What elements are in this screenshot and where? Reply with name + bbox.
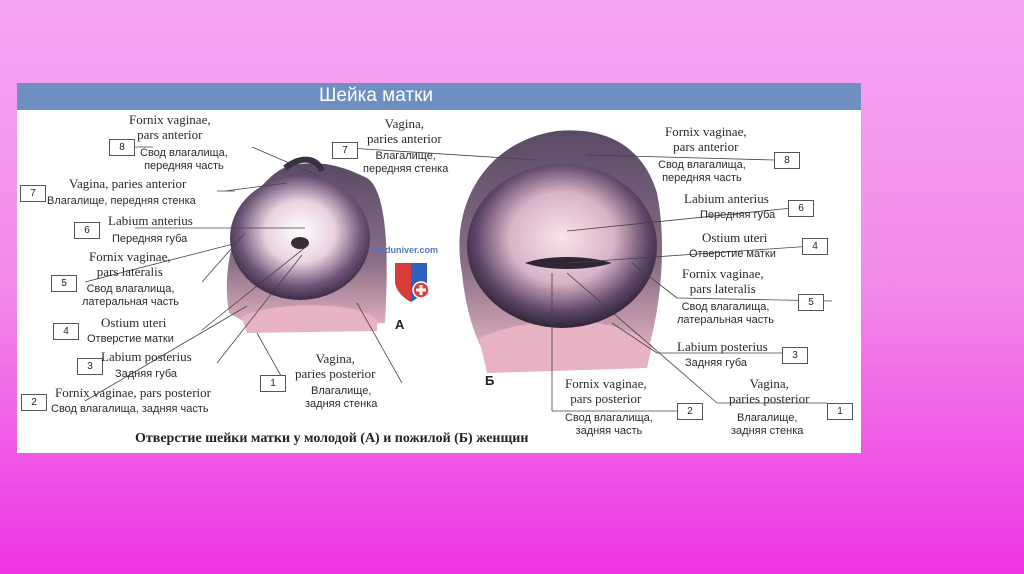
number-box: 8 bbox=[109, 139, 135, 156]
number-box: 4 bbox=[53, 323, 79, 340]
label-fornix-lateralis-a: Fornix vaginae, pars lateralis bbox=[89, 249, 171, 279]
latin-text: paries posterior bbox=[295, 366, 376, 381]
latin-text: Fornix vaginae, bbox=[682, 266, 764, 281]
label-fornix-posterior-a: Fornix vaginae, pars posterior bbox=[55, 385, 211, 400]
label-ru-fornix-posterior-b: Свод влагалища, задняя часть bbox=[565, 412, 653, 438]
latin-text: Vagina, bbox=[367, 116, 442, 131]
russian-text: Влагалище, bbox=[731, 412, 803, 425]
number-box: 7 bbox=[332, 142, 358, 159]
number-box: 1 bbox=[827, 403, 853, 420]
label-ru-ostium-b: Отверстие матки bbox=[689, 248, 776, 261]
label-ru-fornix-lateralis-a: Свод влагалища, латеральная часть bbox=[82, 283, 179, 309]
russian-text: Свод влагалища, bbox=[565, 412, 653, 425]
russian-text: задняя стенка bbox=[305, 398, 377, 411]
label-labium-anterius-b: Labium anterius bbox=[684, 191, 769, 206]
label-ru-fornix-posterior-a: Свод влагалища, задняя часть bbox=[51, 403, 209, 416]
label-vagina-anterior-a: Vagina, paries anterior bbox=[69, 176, 186, 191]
number-box: 2 bbox=[21, 394, 47, 411]
russian-text: Свод влагалища, bbox=[82, 283, 179, 296]
russian-text: латеральная часть bbox=[677, 314, 774, 327]
latin-text: pars anterior bbox=[665, 139, 747, 154]
figure-caption: Отверстие шейки матки у молодой (А) и по… bbox=[135, 431, 528, 447]
russian-text: Свод влагалища, bbox=[677, 301, 774, 314]
latin-text: pars lateralis bbox=[89, 264, 171, 279]
label-ru-fornix-lateralis-b: Свод влагалища, латеральная часть bbox=[677, 301, 774, 327]
number-box: 7 bbox=[20, 185, 46, 202]
latin-text: paries posterior bbox=[729, 391, 810, 406]
label-ru-fornix-anterior-b: Свод влагалища, передняя часть bbox=[658, 159, 746, 185]
russian-text: Влагалище, bbox=[305, 385, 377, 398]
latin-text: Fornix vaginae, bbox=[565, 376, 647, 391]
label-ru-vagina-anterior-a: Влагалище, передняя стенка bbox=[47, 195, 196, 208]
label-ru-vagina-posterior-b: Влагалище, задняя стенка bbox=[731, 412, 803, 438]
label-ru-vagina-posterior-a: Влагалище, задняя стенка bbox=[305, 385, 377, 411]
label-ru-fornix-anterior-a: Свод влагалища, передняя часть bbox=[140, 147, 228, 173]
number-box: 8 bbox=[774, 152, 800, 169]
russian-text: Свод влагалища, bbox=[140, 147, 228, 160]
label-fornix-lateralis-b: Fornix vaginae, pars lateralis bbox=[682, 266, 764, 296]
russian-text: передняя часть bbox=[658, 172, 746, 185]
label-fornix-anterior-a: Fornix vaginae, pars anterior bbox=[129, 112, 211, 142]
number-box: 5 bbox=[798, 294, 824, 311]
label-ru-ostium-a: Отверстие матки bbox=[87, 333, 174, 346]
number-box: 1 bbox=[260, 375, 286, 392]
label-ostium-a: Ostium uteri bbox=[101, 315, 166, 330]
figure-letter-a: А bbox=[395, 317, 404, 332]
label-ru-vagina-anterior-b: Влагалище, передняя стенка bbox=[363, 150, 448, 176]
russian-text: задняя часть bbox=[565, 425, 653, 438]
russian-text: передняя часть bbox=[140, 160, 228, 173]
number-box: 5 bbox=[51, 275, 77, 292]
latin-text: Fornix vaginae, bbox=[129, 112, 211, 127]
latin-text: Fornix vaginae, bbox=[89, 249, 171, 264]
russian-text: задняя стенка bbox=[731, 425, 803, 438]
label-ru-labium-anterius-b: Передняя губа bbox=[700, 209, 775, 222]
russian-text: передняя стенка bbox=[363, 163, 448, 176]
label-vagina-posterior-a: Vagina, paries posterior bbox=[295, 351, 376, 381]
label-labium-posterius-b: Labium posterius bbox=[677, 339, 768, 354]
russian-text: Свод влагалища, bbox=[658, 159, 746, 172]
label-fornix-posterior-b: Fornix vaginae, pars posterior bbox=[565, 376, 647, 406]
number-box: 4 bbox=[802, 238, 828, 255]
label-fornix-anterior-b: Fornix vaginae, pars anterior bbox=[665, 124, 747, 154]
label-ru-labium-posterius-b: Задняя губа bbox=[685, 357, 747, 370]
latin-text: Fornix vaginae, bbox=[665, 124, 747, 139]
latin-text: pars anterior bbox=[129, 127, 211, 142]
label-vagina-anterior-b: Vagina, paries anterior bbox=[367, 116, 442, 146]
latin-text: pars posterior bbox=[565, 391, 647, 406]
label-ostium-b: Ostium uteri bbox=[702, 230, 767, 245]
anatomy-figure: Шейка матки bbox=[17, 83, 861, 453]
latin-text: Vagina, bbox=[295, 351, 376, 366]
russian-text: латеральная часть bbox=[82, 296, 179, 309]
number-box: 6 bbox=[788, 200, 814, 217]
number-box: 3 bbox=[77, 358, 103, 375]
label-vagina-posterior-b: Vagina, paries posterior bbox=[729, 376, 810, 406]
latin-text: pars lateralis bbox=[682, 281, 764, 296]
label-ru-labium-posterius-a: Задняя губа bbox=[115, 368, 177, 381]
watermark-logo bbox=[395, 263, 429, 302]
figure-letter-b: Б bbox=[485, 373, 494, 388]
cervix-elderly bbox=[459, 130, 662, 373]
number-box: 2 bbox=[677, 403, 703, 420]
number-box: 6 bbox=[74, 222, 100, 239]
russian-text: Влагалище, bbox=[363, 150, 448, 163]
number-box: 3 bbox=[782, 347, 808, 364]
label-labium-anterius-a: Labium anterius bbox=[108, 213, 193, 228]
latin-text: Vagina, bbox=[729, 376, 810, 391]
label-ru-labium-anterius-a: Передняя губа bbox=[112, 233, 187, 246]
label-labium-posterius-a: Labium posterius bbox=[101, 349, 192, 364]
latin-text: paries anterior bbox=[367, 131, 442, 146]
watermark-text: meduniver.com bbox=[372, 245, 438, 255]
